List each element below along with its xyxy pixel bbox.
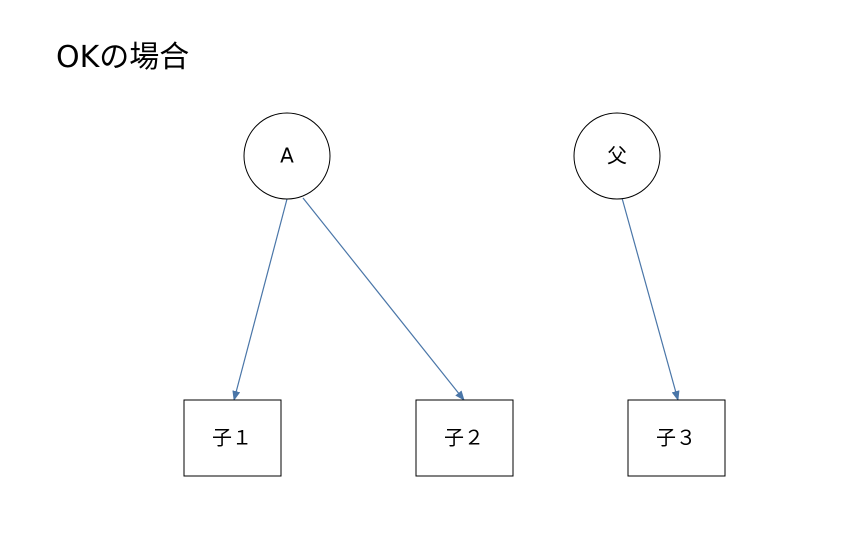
edge-a-to-child-2 bbox=[302, 197, 465, 401]
node-father-circle bbox=[573, 112, 661, 200]
node-child-3-label: 子３ bbox=[656, 426, 696, 450]
node-child-2-label: 子２ bbox=[444, 426, 484, 450]
edge-a-to-child-1 bbox=[232, 198, 288, 401]
edge-father-to-child-3 bbox=[621, 197, 680, 401]
node-a[interactable]: A bbox=[243, 112, 331, 200]
node-father-label: 父 bbox=[607, 144, 627, 168]
node-child-2-box bbox=[415, 399, 514, 477]
node-child-1-label: 子１ bbox=[212, 426, 252, 450]
node-child-1-box bbox=[183, 399, 282, 477]
node-child-1[interactable]: 子１ bbox=[183, 399, 282, 477]
page-title: OKの場合 bbox=[56, 40, 190, 75]
node-a-label: A bbox=[280, 144, 294, 168]
node-father[interactable]: 父 bbox=[573, 112, 661, 200]
node-child-3[interactable]: 子３ bbox=[627, 399, 726, 477]
node-a-circle bbox=[243, 112, 331, 200]
node-child-2[interactable]: 子２ bbox=[415, 399, 514, 477]
node-child-3-box bbox=[627, 399, 726, 477]
